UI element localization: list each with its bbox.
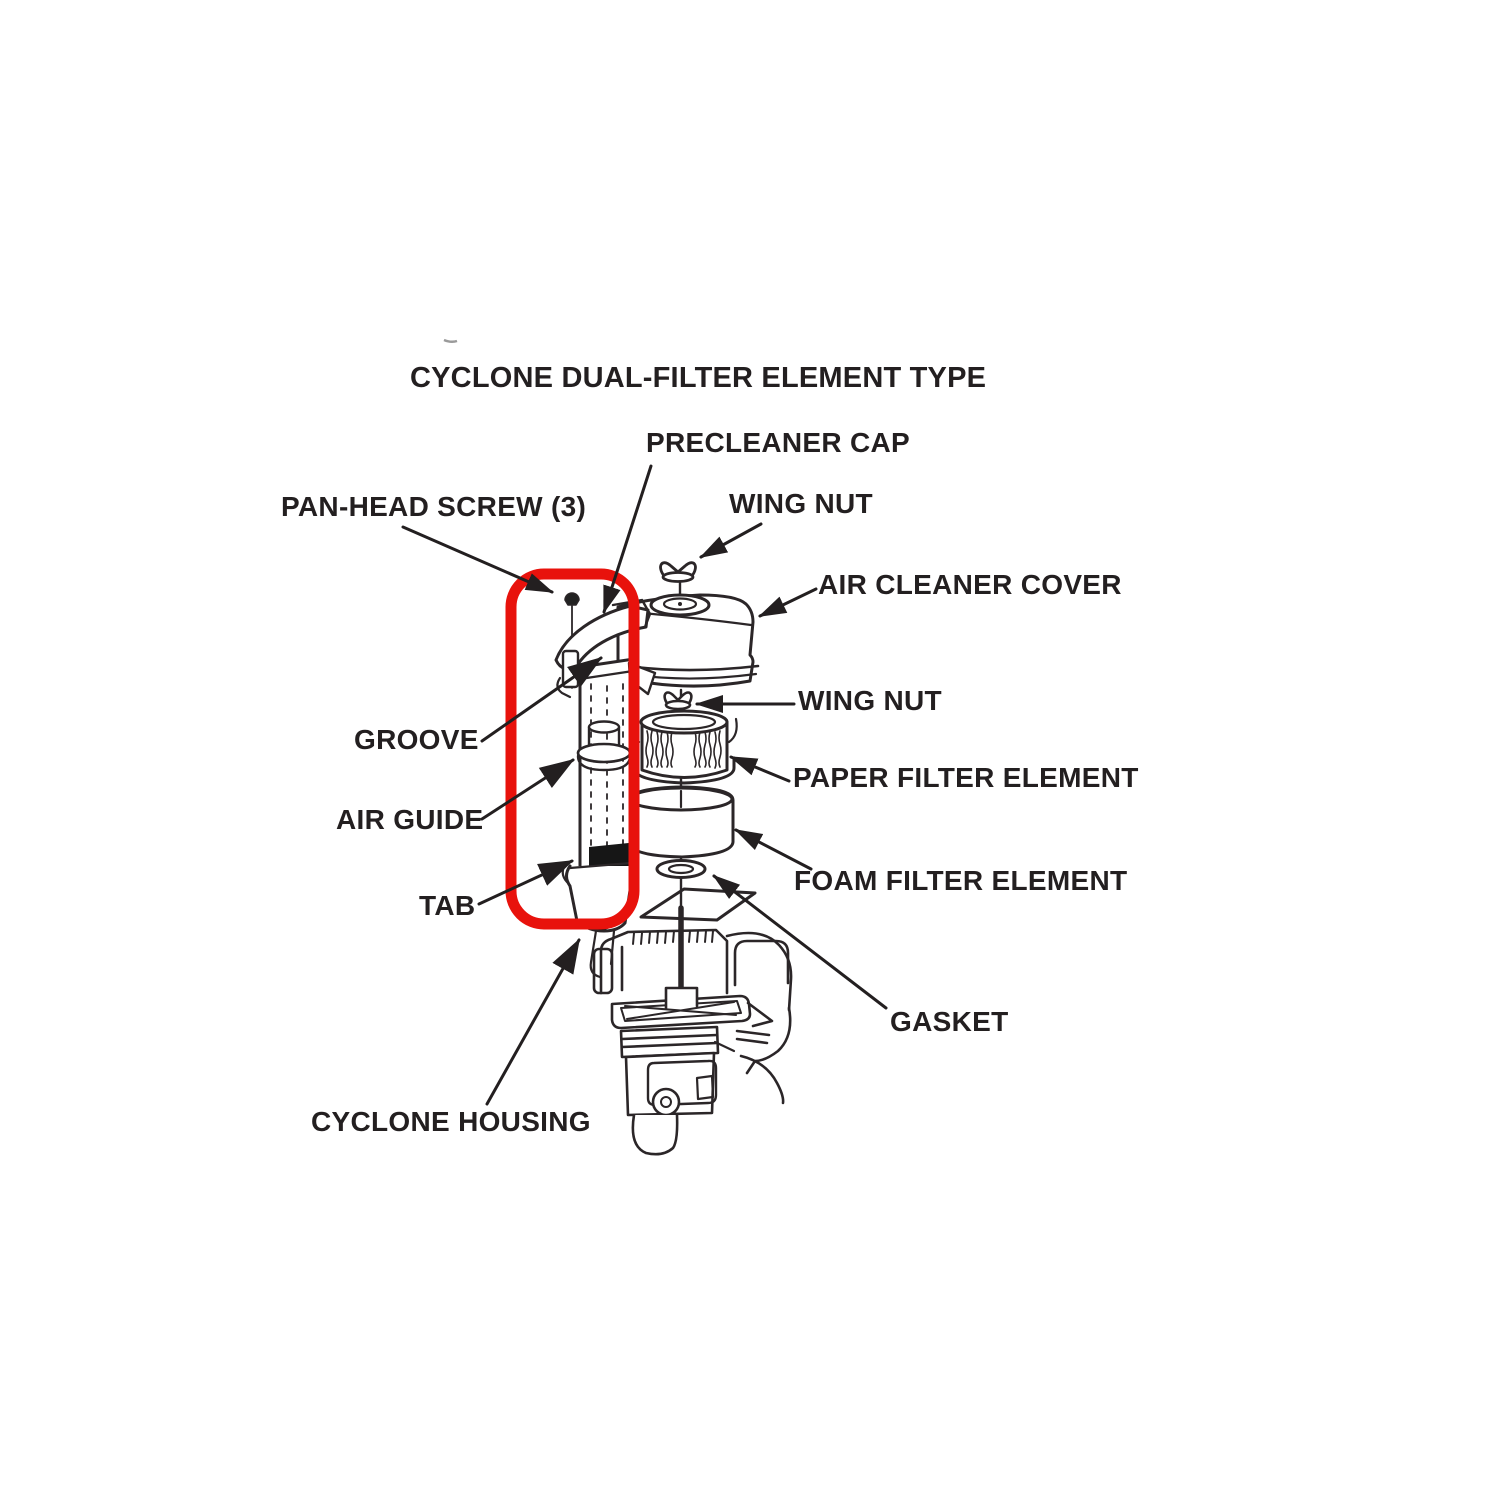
label-wing-nut-top: WING NUT bbox=[729, 488, 873, 519]
label-air-cleaner-cover: AIR CLEANER COVER bbox=[818, 569, 1122, 600]
label-precleaner-cap: PRECLEANER CAP bbox=[646, 427, 911, 458]
label-pan-head-screw: PAN-HEAD SCREW (3) bbox=[281, 491, 587, 522]
leader-pan-head-screw bbox=[401, 525, 554, 594]
leader-groove bbox=[480, 656, 603, 743]
label-gasket: GASKET bbox=[890, 1006, 1009, 1037]
paper-filter-element-drawing bbox=[630, 709, 738, 785]
leader-air-cleaner-cover bbox=[758, 587, 818, 618]
air-guide-drawing bbox=[576, 720, 632, 772]
leader-wing-nut-top bbox=[699, 522, 763, 559]
leader-air-guide bbox=[480, 758, 575, 821]
stray-scan-mark bbox=[443, 338, 458, 344]
label-groove: GROOVE bbox=[354, 724, 479, 755]
air-cleaner-base-plate-drawing bbox=[639, 887, 757, 922]
label-air-guide: AIR GUIDE bbox=[336, 804, 484, 835]
label-wing-nut-lower: WING NUT bbox=[798, 685, 942, 716]
leader-paper-filter bbox=[729, 755, 791, 783]
engine-drawing bbox=[592, 928, 793, 1156]
wing-nut-lower-drawing bbox=[663, 691, 693, 711]
label-foam-filter-element: FOAM FILTER ELEMENT bbox=[794, 865, 1128, 896]
foam-filter-element-drawing bbox=[628, 785, 735, 859]
label-paper-filter-element: PAPER FILTER ELEMENT bbox=[793, 762, 1139, 793]
leader-precleaner-cap bbox=[602, 464, 653, 614]
highlight-box bbox=[505, 568, 640, 930]
leader-foam-filter bbox=[734, 828, 813, 871]
diagram-title: CYCLONE DUAL-FILTER ELEMENT TYPE bbox=[410, 362, 987, 394]
leader-gasket bbox=[712, 874, 888, 1010]
wing-nut-top-drawing bbox=[659, 561, 697, 583]
label-cyclone-housing: CYCLONE HOUSING bbox=[311, 1106, 591, 1137]
leader-tab bbox=[477, 859, 574, 906]
label-tab: TAB bbox=[419, 890, 476, 921]
gasket-drawing bbox=[655, 859, 707, 879]
leader-cyclone-housing bbox=[485, 938, 581, 1106]
